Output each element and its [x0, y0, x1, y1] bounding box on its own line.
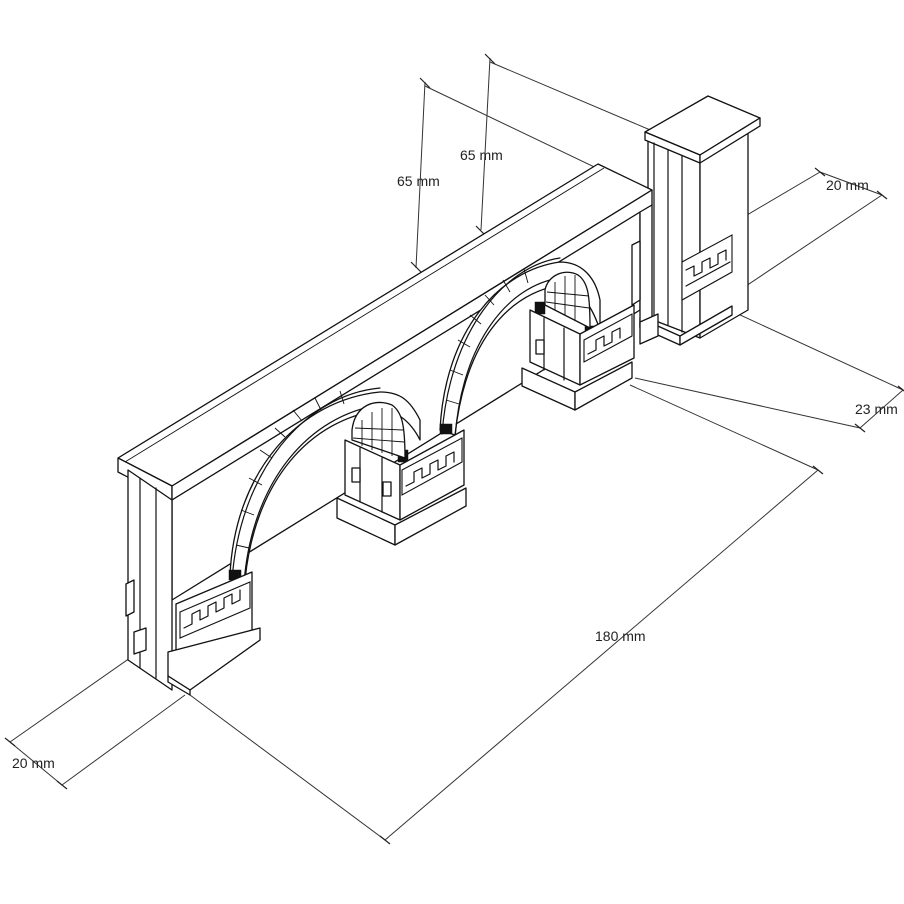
- dimension-labels: 65 mm 65 mm 20 mm 23 mm 180 mm 20 mm: [12, 147, 898, 771]
- dim-label-depth-right-top: 20 mm: [826, 177, 869, 193]
- dim-label-length: 180 mm: [595, 628, 646, 644]
- dim-label-height-front: 65 mm: [397, 173, 440, 189]
- arch-right: [439, 257, 601, 439]
- dimension-lines: [4, 53, 904, 845]
- arch-left: [228, 387, 421, 584]
- pier-middle: [336, 429, 467, 546]
- dim-label-height-back: 65 mm: [460, 147, 503, 163]
- dim-label-depth-right-bottom: 23 mm: [855, 401, 898, 417]
- aqueduct-model: [117, 95, 761, 696]
- wall-right-end: [631, 204, 659, 345]
- pier-left-base: [125, 571, 261, 696]
- dim-label-depth-left: 20 mm: [12, 755, 55, 771]
- pier-right: [521, 304, 635, 411]
- right-end-column: [639, 95, 761, 346]
